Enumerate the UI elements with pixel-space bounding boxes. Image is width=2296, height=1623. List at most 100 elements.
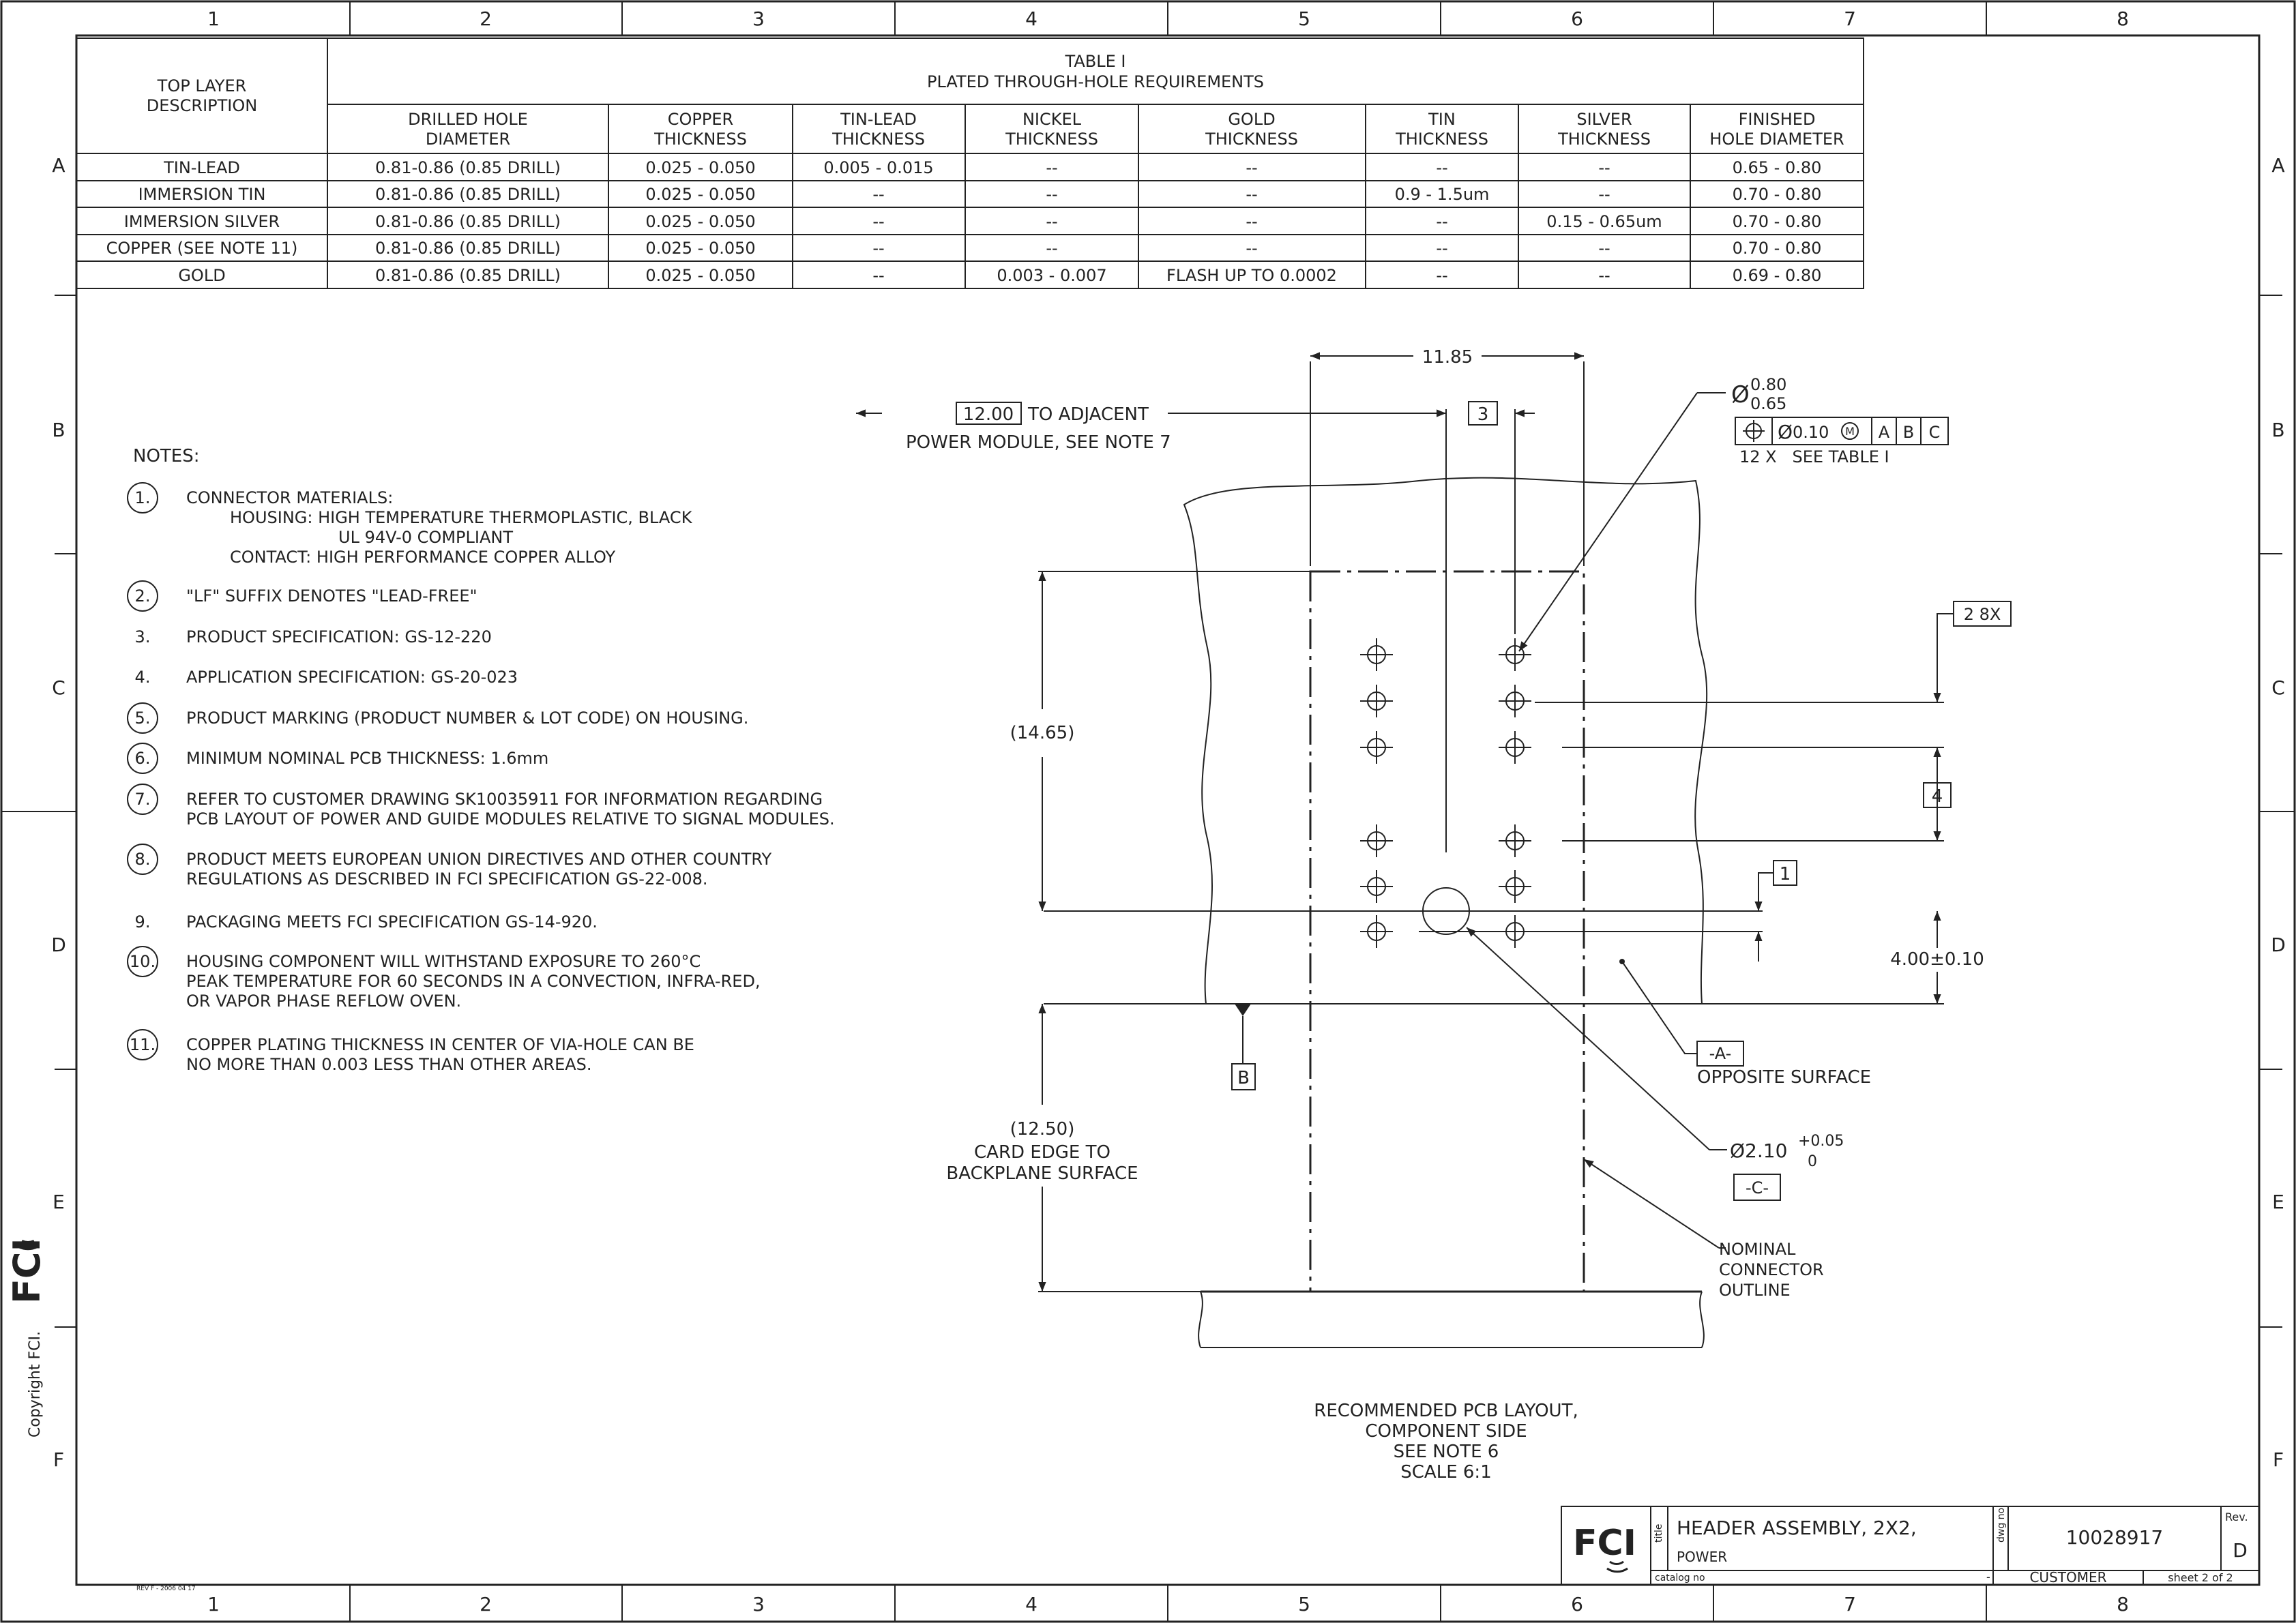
table-row-label: IMMERSION SILVER — [124, 212, 280, 231]
border-row-a-left: A — [52, 154, 65, 177]
catalog-label: catalog no — [1655, 1573, 1705, 1583]
dwg-label: dwg no — [1996, 1508, 2007, 1543]
feature-control-frame: Ø 0.10 M A B C — [1735, 417, 1949, 445]
border-row-a-right: A — [2271, 154, 2284, 177]
side-logo-waves — [18, 1240, 38, 1251]
table-cell: -- — [872, 212, 884, 231]
note-item: 7.REFER TO CUSTOMER DRAWING SK10035911 F… — [127, 784, 835, 829]
table-col-header: THICKNESS — [831, 130, 925, 149]
table-col-header: TIN — [1428, 110, 1456, 129]
table-cell: FLASH UP TO 0.0002 — [1166, 266, 1337, 285]
table-cell: 0.81-0.86 (0.85 DRILL) — [375, 239, 561, 258]
border-row-d-left: D — [51, 934, 66, 956]
contact-hole — [1360, 824, 1393, 857]
table-cell: 0.003 - 0.007 — [997, 266, 1106, 285]
opposite-surface: OPPOSITE SURFACE — [1697, 1067, 1871, 1088]
side-branding: FCI Copyright FCI. REV F - 2006 04 17 — [5, 1238, 196, 1592]
border-row-e-right: E — [2272, 1191, 2284, 1213]
table-cell: 0.81-0.86 (0.85 DRILL) — [375, 158, 561, 177]
note-item: 11.COPPER PLATING THICKNESS IN CENTER OF… — [127, 1029, 694, 1074]
caption-4: SCALE 6:1 — [1400, 1462, 1491, 1483]
border-row-c-left: C — [52, 676, 65, 699]
table-cell: 0.15 - 0.65um — [1546, 212, 1662, 231]
table-row: COPPER (SEE NOTE 11) 0.81-0.86 (0.85 DRIL… — [106, 239, 1822, 258]
border-col-3-bottom: 3 — [752, 1593, 765, 1615]
border-col-1-top: 1 — [207, 8, 220, 30]
contact-hole — [1499, 685, 1531, 717]
table-col-header: THICKNESS — [1205, 130, 1298, 149]
note-text: PRODUCT SPECIFICATION: GS-12-220 — [186, 627, 492, 646]
border-col-2-bottom: 2 — [480, 1593, 492, 1615]
pcb-outline — [1183, 477, 1708, 1004]
note-number: 11. — [130, 1035, 156, 1054]
card-edge-1: CARD EDGE TO — [974, 1142, 1110, 1163]
note-item: 6.MINIMUM NOMINAL PCB THICKNESS: 1.6mm — [127, 743, 548, 774]
note-item: 9.PACKAGING MEETS FCI SPECIFICATION GS-1… — [135, 912, 598, 932]
note-text: HOUSING: HIGH TEMPERATURE THERMOPLASTIC,… — [230, 508, 693, 527]
pcb-layout-drawing: 11.85 12.00 TO ADJACENT POWER MODULE, SE… — [856, 346, 2012, 1483]
table-row-label: TIN-LEAD — [163, 158, 240, 177]
table-cell: -- — [872, 239, 884, 258]
note-text: UL 94V-0 COMPLIANT — [338, 528, 513, 547]
contact-hole — [1499, 638, 1531, 671]
contact-hole — [1499, 915, 1531, 948]
note-item: 8.PRODUCT MEETS EUROPEAN UNION DIRECTIVE… — [127, 844, 772, 889]
table-row-label: COPPER (SEE NOTE 11) — [106, 239, 298, 258]
table-col-header: SILVER — [1576, 110, 1632, 129]
note-text: PEAK TEMPERATURE FOR 60 SECONDS IN A CON… — [186, 972, 761, 991]
table-cell: 0.025 - 0.050 — [645, 239, 755, 258]
dia-symbol: Ø — [1731, 381, 1750, 408]
note-text: MINIMUM NOMINAL PCB THICKNESS: 1.6mm — [186, 749, 548, 768]
guide-tol-plus: +0.05 — [1798, 1133, 1844, 1150]
dwg-no: 10028917 — [2066, 1526, 2164, 1549]
border-row-c-right: C — [2271, 676, 2285, 699]
title-logo-waves — [1606, 1560, 1628, 1573]
note-text: CONNECTOR MATERIALS: — [186, 488, 393, 507]
table-cell: -- — [1436, 212, 1447, 231]
table-col-header: NICKEL — [1022, 110, 1082, 129]
note-item: 4.APPLICATION SPECIFICATION: GS-20-023 — [135, 668, 518, 687]
note-number-circle — [127, 482, 158, 513]
table-corner-header-1: TOP LAYER — [157, 76, 247, 95]
fcf-datum-c: C — [1929, 423, 1941, 442]
table-col-header: THICKNESS — [1395, 130, 1488, 149]
table-col-header: GOLD — [1228, 110, 1275, 129]
border-row-d-right: D — [2271, 934, 2286, 956]
dim-1: 1 — [1780, 864, 1791, 884]
table-cell: -- — [1246, 212, 1257, 231]
dim-width: 11.85 — [1422, 347, 1473, 368]
plated-hole-table: TABLE I PLATED THROUGH-HOLE REQUIREMENTS… — [76, 38, 1864, 289]
dim-adjacent: 12.00 — [963, 404, 1014, 425]
table-col-header: DIAMETER — [426, 130, 510, 149]
rev: D — [2233, 1539, 2248, 1562]
adjacent-text-2: POWER MODULE, SEE NOTE 7 — [906, 432, 1171, 453]
datum-c: -C- — [1746, 1178, 1769, 1197]
note-text: PRODUCT MARKING (PRODUCT NUMBER & LOT CO… — [186, 709, 748, 728]
table-cell: -- — [1598, 239, 1610, 258]
border-col-7-top: 7 — [1844, 8, 1856, 30]
table-col-header: HOLE DIAMETER — [1709, 130, 1844, 149]
border-row-b-right: B — [2271, 419, 2284, 441]
guide-hole-leader — [1466, 927, 1710, 1150]
notes-block: NOTES: 1.CONNECTOR MATERIALS:HOUSING: HI… — [127, 446, 835, 1074]
table-cell: -- — [1046, 185, 1057, 204]
guide-hole — [1422, 887, 1470, 935]
contact-hole — [1360, 685, 1393, 717]
hole-count-note: 12 X SEE TABLE I — [1739, 447, 1889, 466]
backplane-right-break — [1699, 1291, 1705, 1348]
backplane-left-break — [1198, 1291, 1203, 1348]
table-cell: -- — [1598, 266, 1610, 285]
table-cell: 0.025 - 0.050 — [645, 212, 755, 231]
note-number: 4. — [135, 668, 151, 687]
table-row-label: IMMERSION TIN — [138, 185, 266, 204]
table-col-header: THICKNESS — [1005, 130, 1098, 149]
datum-a: -A- — [1709, 1044, 1732, 1063]
note-number: 5. — [135, 709, 151, 728]
table-cell: -- — [1046, 212, 1057, 231]
note-number: 7. — [135, 790, 151, 809]
dim-14-65: (14.65) — [1010, 723, 1075, 743]
guide-dia: Ø2.10 — [1730, 1140, 1787, 1162]
